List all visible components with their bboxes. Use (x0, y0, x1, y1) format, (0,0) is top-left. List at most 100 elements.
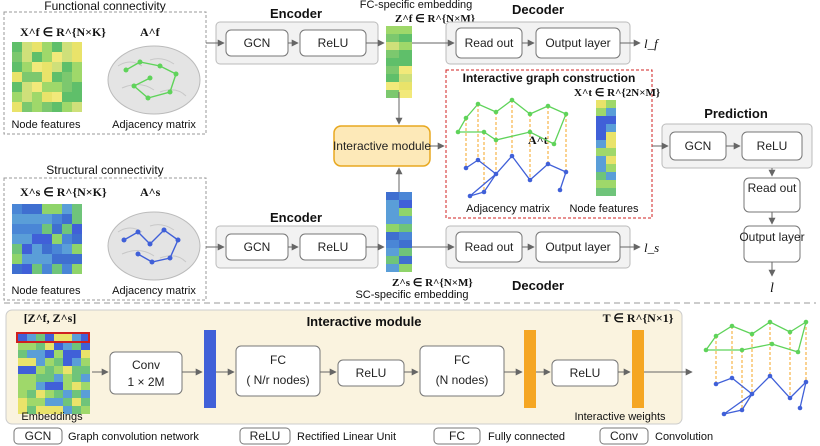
heatmap-cell (12, 72, 22, 82)
interactive-module-label: Interactive module (333, 139, 431, 153)
legend-relu-box (239, 427, 291, 445)
heatmap-cell (27, 358, 36, 366)
heatmap-cell (36, 382, 45, 390)
relu2-box (551, 359, 619, 387)
sc-node-feature-heatmap (12, 204, 82, 274)
decoder-bottom-title: Decoder (512, 278, 564, 293)
heatmap-cell (22, 42, 32, 52)
heatmap-cell (606, 100, 616, 108)
heatmap-cell (32, 204, 42, 214)
heatmap-cell (386, 264, 399, 272)
heatmap-cell (386, 34, 399, 42)
heatmap-cell (18, 406, 27, 414)
embeddings-caption: Embeddings (21, 411, 83, 423)
heatmap-cell (42, 204, 52, 214)
heatmap-cell (42, 214, 52, 224)
loss-lf: l_f (644, 36, 660, 51)
fc2-nodes: (N nodes) (436, 373, 489, 387)
heatmap-cell (81, 398, 90, 406)
fc1-name: FC (270, 353, 286, 367)
heatmap-cell (54, 398, 63, 406)
functional-panel (3, 11, 207, 135)
heatmap-cell (22, 234, 32, 244)
sc-embedding-caption: SC-specific embedding (355, 289, 468, 301)
heatmap-cell (12, 42, 22, 52)
heatmap-cell (62, 52, 72, 62)
heatmap-cell (32, 52, 42, 62)
legend-conv-box (599, 427, 649, 445)
heatmap-cell (54, 390, 63, 398)
heatmap-cell (399, 232, 412, 240)
heatmap-cell (596, 124, 606, 132)
heatmap-cell (81, 366, 90, 374)
fc-embedding-caption: FC-specific embedding (360, 0, 473, 11)
heatmap-cell (72, 204, 82, 214)
heatmap-cell (72, 214, 82, 224)
structural-title: Structural connectivity (46, 163, 163, 177)
xf-label: X^f ∈ R^{N×K} (20, 25, 106, 39)
conv-name: Conv (132, 358, 160, 372)
interactive-graph-bottom (703, 319, 809, 417)
legend-fc-desc: Fully connected (488, 431, 565, 443)
heatmap-cell (22, 264, 32, 274)
heatmap-cell (32, 244, 42, 254)
heatmap-cell (596, 180, 606, 188)
heatmap-cell (18, 334, 27, 342)
heatmap-cell (399, 208, 412, 216)
interactive-node-caption: Node features (569, 203, 639, 215)
prediction-title: Prediction (704, 106, 768, 121)
heatmap-cell (52, 72, 62, 82)
heatmap-cell (22, 52, 32, 62)
heatmap-cell (52, 52, 62, 62)
zs-label: Z^s ∈ R^{N×M} (392, 277, 473, 289)
heatmap-cell (22, 82, 32, 92)
heatmap-cell (386, 82, 399, 90)
relu2-label: ReLU (570, 366, 601, 380)
heatmap-cell (22, 244, 32, 254)
heatmap-cell (45, 390, 54, 398)
heatmap-cell (12, 62, 22, 72)
sc-node-caption: Node features (11, 285, 81, 297)
heatmap-cell (18, 374, 27, 382)
heatmap-cell (386, 90, 399, 98)
heatmap-cell (72, 234, 82, 244)
sc-adj-caption: Adjacency matrix (112, 285, 196, 297)
heatmap-cell (12, 82, 22, 92)
as-label: A^s (140, 185, 161, 199)
legend-relu-desc: Rectified Linear Unit (297, 431, 396, 443)
heatmap-cell (52, 204, 62, 214)
heatmap-cell (63, 358, 72, 366)
heatmap-cell (18, 390, 27, 398)
heatmap-cell (54, 334, 63, 342)
heatmap-cell (12, 92, 22, 102)
heatmap-cell (399, 26, 412, 34)
heatmap-cell (399, 58, 412, 66)
heatmap-cell (386, 256, 399, 264)
heatmap-cell (386, 74, 399, 82)
heatmap-cell (52, 92, 62, 102)
fc1-nodes: ( N/r nodes) (246, 373, 309, 387)
heatmap-cell (62, 62, 72, 72)
heatmap-cell (596, 100, 606, 108)
decoder-top-output-label: Output layer (545, 36, 610, 50)
heatmap-cell (72, 224, 82, 234)
legend-fc-box (433, 427, 481, 445)
heatmap-cell (399, 200, 412, 208)
heatmap-cell (32, 264, 42, 274)
heatmap-cell (42, 42, 52, 52)
heatmap-cell (62, 224, 72, 234)
heatmap-cell (596, 164, 606, 172)
heatmap-cell (399, 240, 412, 248)
interactive-graph-top (455, 97, 569, 199)
heatmap-cell (399, 66, 412, 74)
embeddings-highlight (16, 332, 90, 343)
relu1-label: ReLU (356, 366, 387, 380)
decoder-top-readout-label: Read out (465, 36, 514, 50)
heatmap-cell (399, 34, 412, 42)
heatmap-cell (12, 264, 22, 274)
legend-gcn-desc: Graph convolution network (68, 431, 199, 443)
heatmap-cell (606, 164, 616, 172)
heatmap-cell (72, 342, 81, 350)
